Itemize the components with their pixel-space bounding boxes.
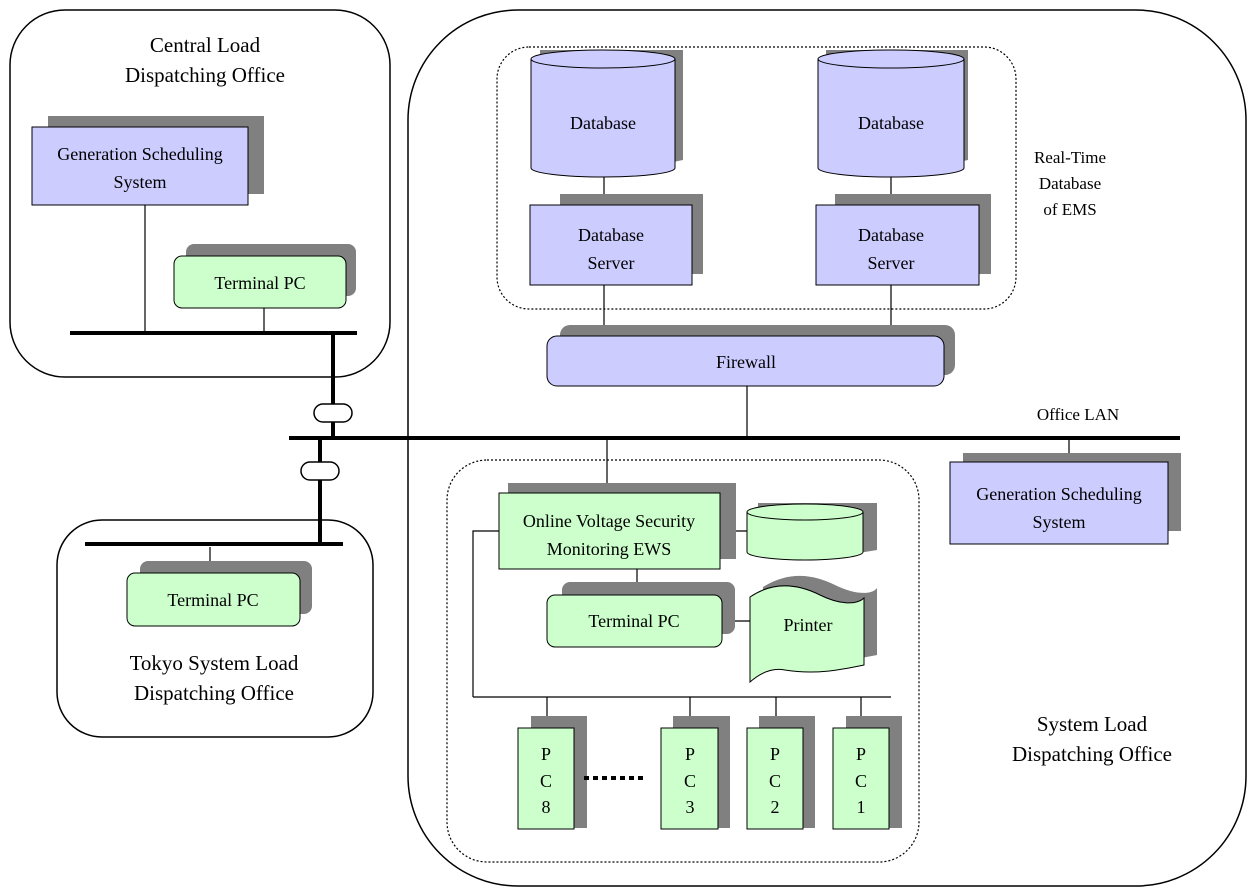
office-lan-label: Office LAN	[1037, 405, 1119, 424]
pc-1-char3: 1	[857, 797, 866, 817]
system-terminal-pc-node[interactable]: Terminal PC	[546, 582, 735, 648]
pc-1-char1: P	[856, 744, 866, 764]
central-office-boundary	[9, 9, 391, 378]
pc-1-node[interactable]: P C 1	[832, 716, 902, 830]
database-server-left-line2: Server	[588, 253, 635, 273]
ews-label-line1: Online Voltage Security	[523, 511, 695, 531]
central-terminal-pc-node[interactable]: Terminal PC	[173, 244, 356, 309]
pc-3-char1: P	[685, 744, 695, 764]
system-office-label-line2: Dispatching Office	[1012, 742, 1172, 766]
central-gen-sched-line2: System	[113, 172, 166, 192]
pc-3-char3: 3	[686, 797, 695, 817]
database-right-node[interactable]: Database	[817, 49, 968, 178]
printer-label: Printer	[784, 615, 833, 635]
central-terminal-label: Terminal PC	[214, 273, 305, 293]
pc-2-char2: C	[769, 771, 781, 791]
realtime-db-label-line1: Real-Time	[1034, 148, 1106, 167]
database-server-right-node[interactable]: Database Server	[815, 194, 991, 286]
ews-label-line2: Monitoring EWS	[547, 539, 672, 559]
central-office-label-line2: Dispatching Office	[125, 63, 285, 87]
pc-2-char1: P	[770, 744, 780, 764]
tokyo-terminal-label: Terminal PC	[167, 590, 258, 610]
system-office-label-line1: System Load	[1037, 712, 1148, 736]
generation-scheduling-right-node[interactable]: Generation Scheduling System	[949, 453, 1181, 545]
pc-8-node[interactable]: P C 8	[517, 716, 587, 830]
database-server-left-node[interactable]: Database Server	[529, 194, 703, 286]
tokyo-office-boundary	[56, 519, 374, 738]
database-right-label: Database	[858, 113, 924, 133]
central-gen-sched-line1: Generation Scheduling	[57, 144, 222, 164]
pc-8-char1: P	[541, 744, 551, 764]
database-left-label: Database	[570, 113, 636, 133]
realtime-db-label-line2: Database	[1039, 174, 1101, 193]
pc-3-node[interactable]: P C 3	[660, 716, 730, 830]
realtime-db-boundary	[496, 46, 1017, 310]
database-server-right-line1: Database	[858, 225, 924, 245]
realtime-db-label-line3: of EMS	[1043, 200, 1096, 219]
firewall-node[interactable]: Firewall	[546, 325, 955, 387]
ews-group-boundary	[446, 459, 920, 863]
tokyo-office-label-line2: Dispatching Office	[134, 681, 294, 705]
pc-2-char3: 2	[771, 797, 780, 817]
pc-3-char2: C	[684, 771, 696, 791]
pc-2-node[interactable]: P C 2	[746, 716, 815, 830]
tokyo-terminal-pc-node[interactable]: Terminal PC	[126, 561, 312, 627]
system-terminal-label: Terminal PC	[588, 611, 679, 631]
ews-node[interactable]: Online Voltage Security Monitoring EWS	[498, 483, 736, 570]
pc-1-char2: C	[855, 771, 867, 791]
database-server-left-line1: Database	[578, 225, 644, 245]
router-connector-upper	[313, 403, 353, 423]
system-office-boundary	[407, 9, 1247, 887]
gen-sched-right-line1: Generation Scheduling	[976, 484, 1141, 504]
router-connector-lower	[300, 461, 340, 481]
firewall-label: Firewall	[716, 352, 776, 372]
pc-8-char3: 8	[542, 797, 551, 817]
printer-node[interactable]: Printer	[749, 575, 877, 684]
tokyo-office-label-line1: Tokyo System Load	[130, 651, 299, 675]
database-server-right-line2: Server	[868, 253, 915, 273]
database-left-node[interactable]: Database	[530, 49, 683, 178]
pc-8-char2: C	[540, 771, 552, 791]
ews-storage-disk[interactable]	[746, 503, 877, 561]
gen-sched-right-line2: System	[1032, 512, 1085, 532]
central-office-label-line1: Central Load	[150, 33, 261, 57]
central-generation-scheduling-node[interactable]: Generation Scheduling System	[31, 116, 264, 206]
